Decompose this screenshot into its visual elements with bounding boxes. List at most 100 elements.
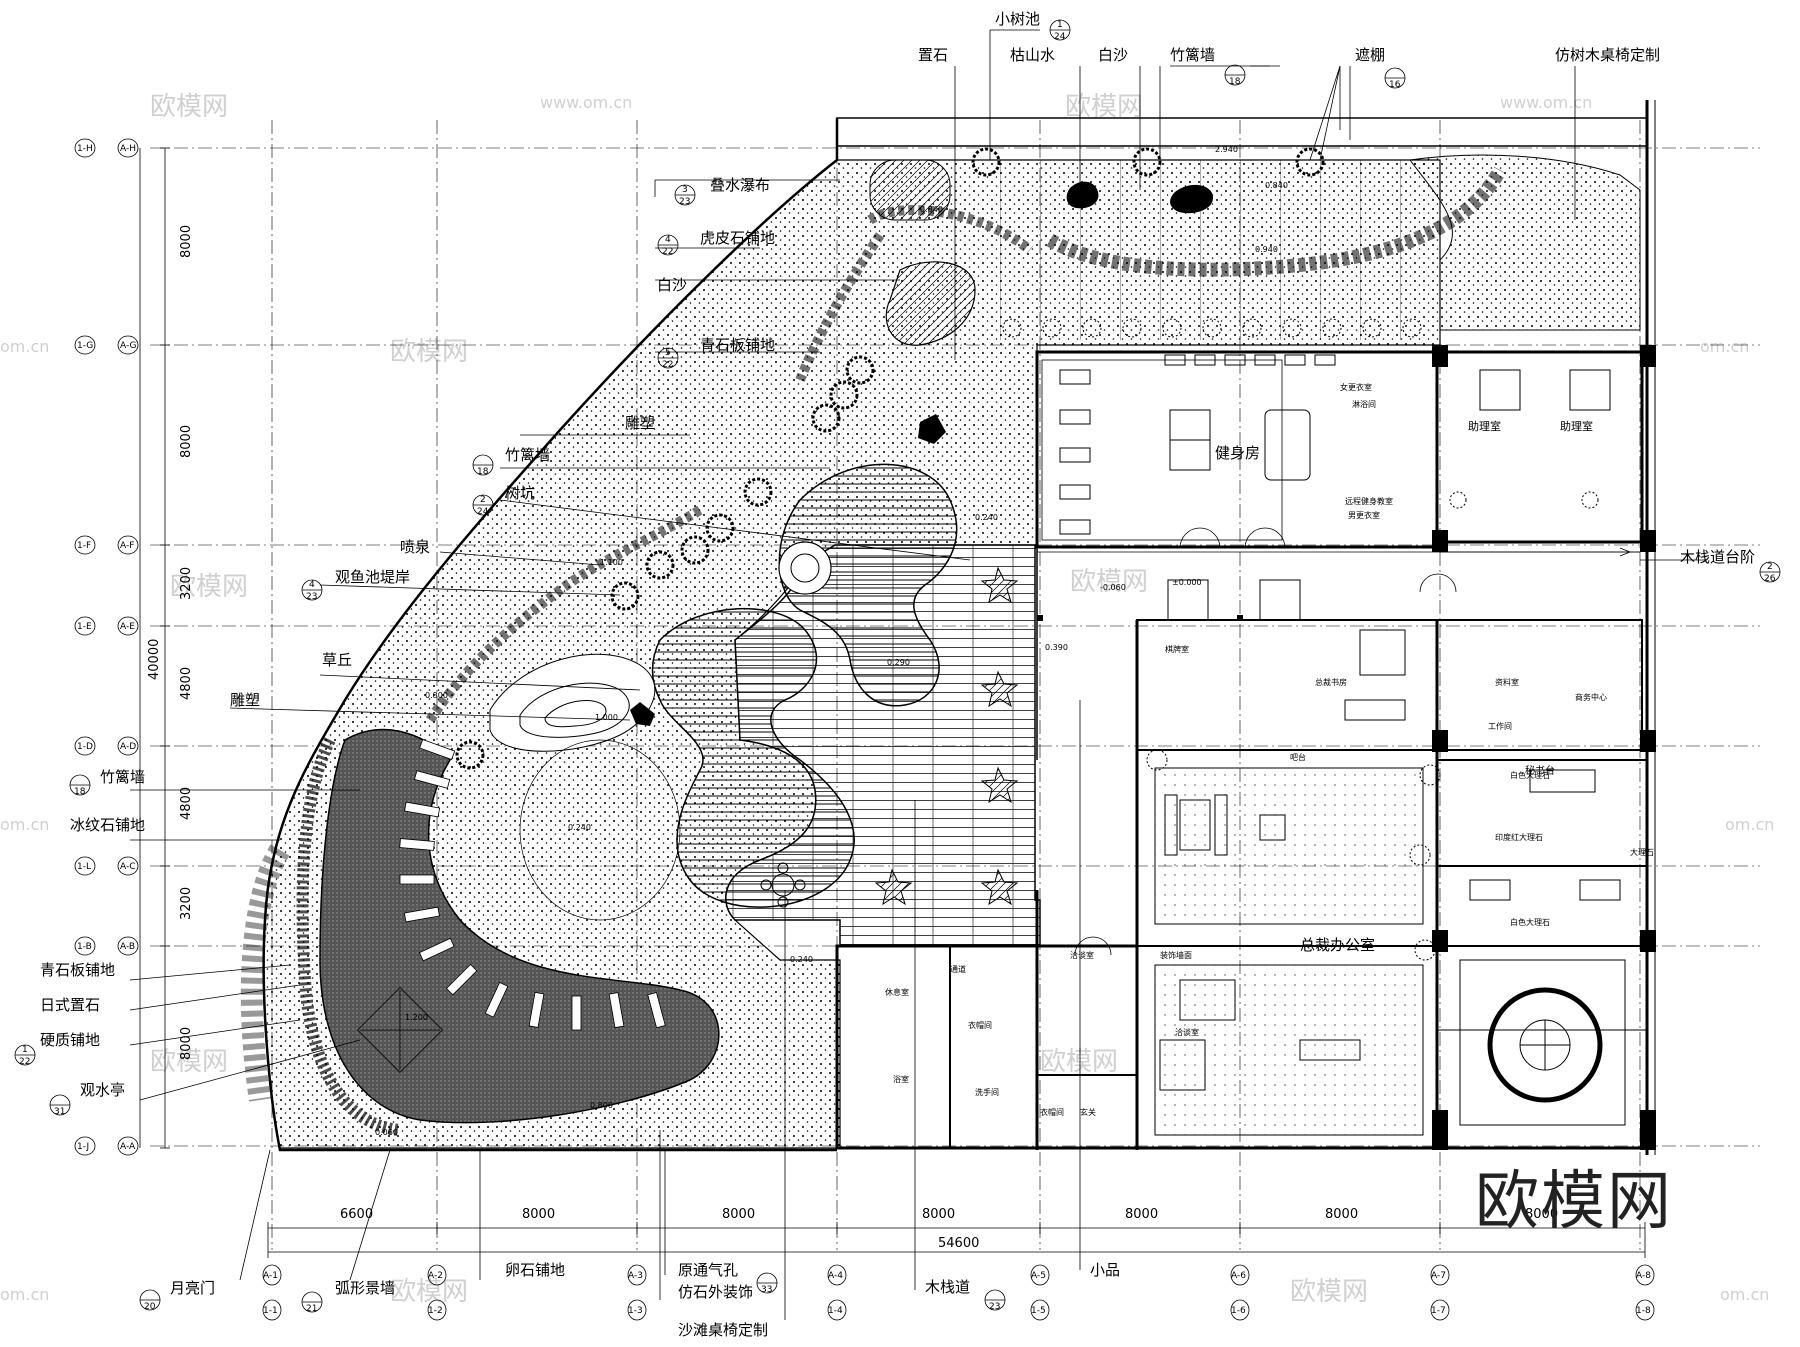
fountain-island [778,541,832,595]
room-decor-wall: 装饰墙面 [1160,950,1192,960]
watermark: www.om.cn [540,93,632,112]
callout-arc-wall: 弧形景墙 [335,1279,395,1297]
watermark: om.cn [0,337,49,356]
watermark: om.cn [0,815,49,834]
lawn-circle [519,739,681,921]
axis-label: 1-J [77,1142,89,1152]
stepping-stones [399,738,666,1031]
stone-garden-ne [1409,154,1641,331]
dimension-left-text: 8000 8000 3200 4800 4800 3200 8000 40000 [147,225,194,1060]
dim-bottom: 8000 [722,1207,755,1222]
axis-label: 1-L [77,862,91,872]
room-work: 工作间 [1488,721,1512,731]
watermark: om.cn [1725,815,1774,834]
ref-sheet: 24 [477,507,489,517]
dim-left: 4800 [179,667,194,700]
axis-label: 1-4 [828,1306,843,1316]
axis-bubbles-left [74,138,139,1156]
room-cloak: 衣帽间 [968,1020,992,1030]
callout-pond-bank: 观鱼池堤岸 [335,568,410,586]
dim-left: 8000 [179,425,194,458]
elevation: 0.840 [1265,181,1288,190]
axis-label: 1-5 [1031,1306,1046,1316]
axis-label: A-7 [1431,1271,1446,1281]
watermark: www.om.cn [1500,93,1592,112]
fish-pond [651,607,855,908]
callout-bluestone: 青石板铺地 [700,336,775,354]
dim-bottom: 6600 [340,1207,373,1222]
potted-plants [1146,491,1599,961]
axis-label: A-4 [828,1271,843,1281]
watermark: 欧模网 [1065,92,1143,122]
pebble-border [1046,166,1507,277]
sculpture-lower [630,702,655,726]
elevation: 0.240 [568,823,591,832]
room-chess: 棋牌室 [1165,644,1189,654]
elevation: 1.000 [595,713,618,722]
axis-label: A-5 [1031,1271,1046,1281]
room-gym: 健身房 [1215,444,1260,462]
dim-left-total: 40000 [147,639,162,680]
elevation: ±0.000 [1172,578,1202,587]
watermark: 欧模网 [1070,567,1148,597]
ref-sheet: 18 [1229,77,1241,87]
deck-table [760,862,806,908]
callout-tiger-stone: 虎皮石铺地 [700,229,775,247]
callout-bamboo-2: 竹篱墙 [505,446,550,464]
axis-label: 1-F [77,541,91,551]
elevation: 0.800 [590,1101,613,1110]
bamboo-row [1002,318,1422,338]
grass-mound [489,653,656,752]
dim-bottom: 8000 [1125,1207,1158,1222]
watermark: 欧模网 [1040,1047,1118,1077]
room-shower: 淋浴间 [1352,399,1376,409]
floor-finishes [1041,359,1626,1136]
axis-label: A-E [120,622,135,632]
axis-label: 1-E [77,622,92,632]
elevation: 0.240 [790,955,813,964]
callout-bluestone-2: 青石板铺地 [40,961,115,979]
axis-label: 1-B [77,942,92,952]
elevation: 2.940 [1215,145,1238,154]
callout-bamboo-3: 竹篱墙 [100,768,145,786]
watermark: om.cn [0,1285,49,1304]
callout-custom-furniture: 仿树木桌椅定制 [1555,46,1660,64]
room-marble-1: 白色大理石 [1510,770,1550,780]
axis-label: A-1 [263,1271,278,1281]
callouts-bottom: 月亮门 弧形景墙 卵石铺地 原通气孔 仿石外装饰 沙滩桌椅定制 木栈道 小品 木… [170,548,1755,1339]
ref-num: 1 [1057,20,1063,30]
callout-white-sand: 白沙 [1098,46,1128,64]
callout-fountain: 喷泉 [400,538,430,556]
ref-sheet: 22 [662,360,673,370]
axis-label: 1-1 [263,1306,278,1316]
ref-sheet: 22 [19,1057,30,1067]
trees [455,147,1325,770]
elevation: -0.060 [1100,583,1126,592]
axis-label: A-F [120,541,134,551]
ref-sheet: 33 [761,1285,772,1295]
room-assistant-1: 助理室 [1468,419,1501,433]
callout-canopy: 遮棚 [1355,46,1385,64]
callout-white-sand-2: 白沙 [657,276,687,294]
elevation: 0.800 [425,691,448,700]
axis-label: 1-7 [1431,1306,1446,1316]
room-bar: 吧台 [1290,752,1306,762]
axis-label: 1-G [77,341,93,351]
room-president-office: 总裁办公室 [1300,936,1375,954]
ref-sheet: 20 [144,1302,156,1312]
watermark: om.cn [1700,337,1749,356]
room-female-change: 女更衣室 [1340,382,1372,392]
callout-hard-paving: 硬质铺地 [40,1031,100,1049]
dim-left: 4800 [179,787,194,820]
elevation: 0.060 [375,1128,398,1137]
sculpture-upper [918,414,946,444]
watermark-layer: 欧模网 www.om.cn 欧模网 www.om.cn 欧模网 om.cn om… [0,92,1774,1307]
callouts-top: 置石 小树池 枯山水 白沙 竹篱墙 遮棚 仿树木桌椅定制 [918,10,1660,64]
ref-sheet: 18 [74,787,86,797]
dim-left: 8000 [179,225,194,258]
ref-num: 1 [22,1045,28,1055]
watermark: 欧模网 [390,1277,468,1307]
room-vestibule: 玄关 [1080,1107,1096,1117]
axis-label: A-H [120,144,136,154]
dimension-bottom [267,1222,1646,1258]
